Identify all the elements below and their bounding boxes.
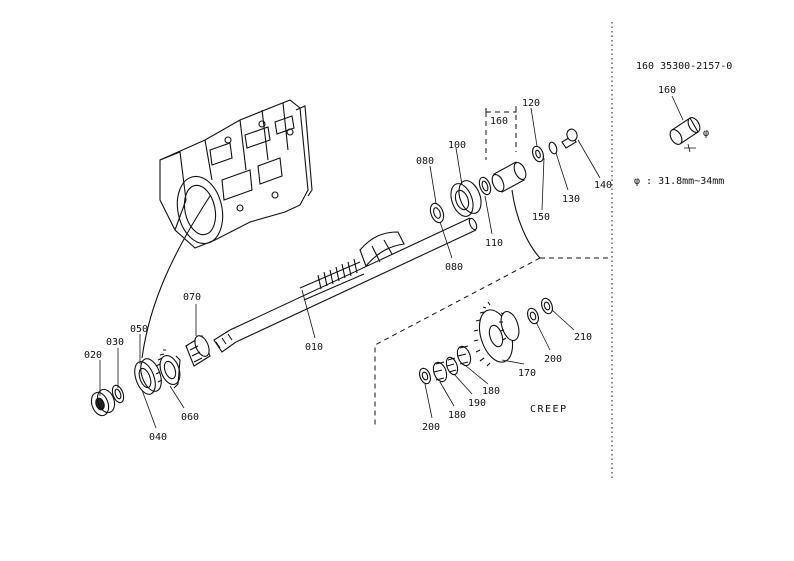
label-130: 130 xyxy=(562,194,580,205)
label-180-upper: 180 xyxy=(482,386,500,397)
seal-020 xyxy=(90,388,116,417)
spacer-110 xyxy=(478,176,492,196)
label-010: 010 xyxy=(305,342,323,353)
label-140: 140 xyxy=(594,180,612,191)
label-150: 150 xyxy=(532,212,550,223)
label-110: 110 xyxy=(485,238,503,249)
creep-leader-curve xyxy=(511,189,541,259)
collar-180b xyxy=(456,345,472,367)
label-200-upper: 200 xyxy=(544,354,562,365)
main-shaft xyxy=(213,217,478,353)
label-080-top: 080 xyxy=(416,156,434,167)
label-170: 170 xyxy=(518,368,536,379)
inset-part-number: 160 35300-2157-0 xyxy=(636,61,732,72)
label-020: 020 xyxy=(84,350,102,361)
label-050: 050 xyxy=(130,324,148,335)
sleeve-160 xyxy=(491,161,527,193)
washer-030 xyxy=(111,384,125,404)
leader-lines xyxy=(99,107,601,429)
label-210: 210 xyxy=(574,332,592,343)
bearing-070 xyxy=(185,335,211,367)
collar-180a xyxy=(432,361,448,383)
washer-080 xyxy=(429,202,445,224)
washer-210 xyxy=(541,297,553,315)
inset-part-label: 160 xyxy=(658,85,676,96)
creep-gear-170 xyxy=(473,301,520,367)
label-040: 040 xyxy=(149,432,167,443)
bolt-140 xyxy=(561,128,578,149)
label-200-lower: 200 xyxy=(422,422,440,433)
washer-200b xyxy=(527,307,539,325)
creep-group-label: CREEP xyxy=(530,404,568,415)
creep-group-outline xyxy=(374,257,610,428)
housing-leader xyxy=(141,195,211,359)
label-070: 070 xyxy=(183,292,201,303)
transmission-housing xyxy=(159,99,313,249)
label-080-bottom: 080 xyxy=(445,262,463,273)
inset-phi-symbol: φ xyxy=(703,128,709,139)
gear-060 xyxy=(155,349,181,389)
label-030: 030 xyxy=(106,337,124,348)
sleeve-160-callout-box xyxy=(485,106,517,160)
bearing-100 xyxy=(450,180,482,217)
bearing-050 xyxy=(134,358,162,395)
label-060: 060 xyxy=(181,412,199,423)
inset-160-detail xyxy=(669,95,701,153)
inset-diameter-note: φ : 31.8mm~34mm xyxy=(634,176,724,187)
label-160-box: 160 xyxy=(490,116,508,127)
washer-120 xyxy=(532,145,544,163)
label-100: 100 xyxy=(448,140,466,151)
needle-bearing-190 xyxy=(445,356,459,376)
label-120: 120 xyxy=(522,98,540,109)
label-180-lower: 180 xyxy=(448,410,466,421)
washer-130 xyxy=(548,141,558,155)
label-190: 190 xyxy=(468,398,486,409)
washer-200a xyxy=(419,367,431,385)
